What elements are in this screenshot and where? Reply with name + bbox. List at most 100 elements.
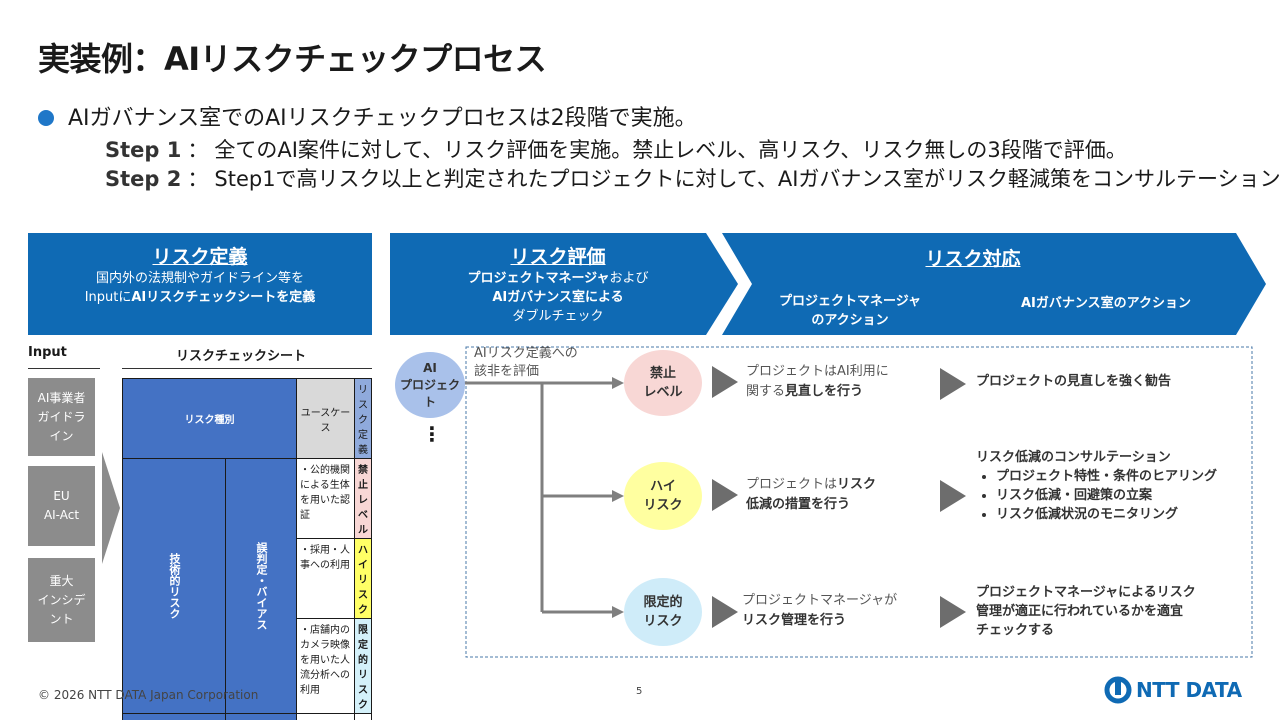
sheet-header-usecase: ユースケース	[296, 378, 355, 459]
sheet-usecase-1: ・公的機関による生体を用いた認証	[296, 458, 355, 539]
pm-action-3: プロジェクトマネージャが リスク管理を行う	[742, 591, 897, 631]
ellipsis-cell: ⋮	[122, 713, 226, 720]
step-1: Step 1：全てのAI案件に対して、リスク評価を実施。禁止レベル、高リスク、リ…	[105, 134, 1127, 164]
ellipsis-cell: ⋮	[354, 713, 372, 720]
source-1-l1: AI事業者	[37, 390, 86, 405]
page-number: 5	[636, 686, 643, 697]
source-3-l1: 重大	[49, 573, 74, 588]
pm-action-1: プロジェクトはAI利用に 関する見直しを行う	[746, 362, 889, 402]
input-arrow	[102, 452, 120, 564]
flow-arrowhead-3	[612, 606, 624, 618]
eval-label: AIリスク定義への 該非を評価	[474, 345, 578, 381]
level-1-l1: 禁止	[649, 366, 676, 381]
source-2-l1: EU	[53, 489, 70, 503]
logo-text: NTT DATA	[1136, 678, 1242, 702]
page-title: 実装例：AIリスクチェックプロセス	[38, 40, 547, 78]
sheet-usecase-2: ・採用・人事への利用	[296, 538, 355, 619]
pm-action-3-l2-bold: リスク管理を行う	[742, 613, 847, 628]
step-2-label: Step 2	[105, 167, 182, 191]
flow-arrowhead-2	[612, 490, 624, 502]
pm-action-1-l2-plain: 関する	[746, 384, 786, 399]
step-2-text: Step1で高リスク以上と判定されたプロジェクトに対して、AIガバナンス室がリス…	[214, 167, 1280, 191]
input-underline	[28, 368, 100, 369]
evaluation-line1-suffix: および	[609, 271, 649, 286]
step-1-label: Step 1	[105, 138, 182, 162]
bullet-text: AIガバナンス室でのAIリスクチェックプロセスは2段階で実施。	[68, 106, 697, 131]
pm-action-2: プロジェクトはリスク 低減の措置を行う	[746, 475, 876, 515]
gov-action-3-l3: チェックする	[976, 623, 1055, 638]
arrow-triangle	[940, 596, 966, 628]
definition-line2-plain: Inputに	[84, 290, 132, 305]
ellipsis-cell: ⋮	[296, 713, 355, 720]
table-row: 技術的リスク 誤判定・バイアス ・公的機関による生体を用いた認証 禁止レベル	[122, 458, 372, 714]
level-2-l2: リスク	[643, 498, 683, 513]
source-3-l2: インシデ	[37, 592, 86, 607]
list-item: リスク低減・回避策の立案	[996, 486, 1248, 505]
list-item: プロジェクト特性・条件のヒアリング	[996, 467, 1248, 486]
sheet-usecase-3: ・店舗内のカメラ映像を用いた人流分析への利用	[296, 618, 355, 714]
level-limited-circle: 限定的リスク	[624, 578, 702, 646]
response-banner	[722, 233, 1266, 335]
evaluation-line2: AIガバナンス室による	[492, 290, 624, 305]
source-ai-guideline: AI事業者ガイドライン	[28, 378, 95, 456]
level-2-l1: ハイ	[650, 479, 676, 494]
pm-action-2-l1-plain: プロジェクトは	[746, 477, 838, 492]
arrow-triangle	[712, 366, 738, 398]
sheet-category: 技術的リスク	[122, 458, 226, 714]
response-region	[465, 346, 1253, 658]
level-3-l1: 限定的	[643, 595, 683, 610]
evaluation-line3: ダブルチェック	[512, 309, 604, 324]
source-eu-ai-act: EU AI-Act	[28, 466, 95, 546]
source-1-l2: ガイドラ	[37, 409, 86, 424]
flow-arrowhead-1	[612, 377, 624, 389]
pm-action-2-l2-bold: 低減の措置を行う	[746, 497, 851, 512]
ellipsis-cell: ⋮	[225, 713, 297, 720]
arrow-triangle	[940, 480, 966, 512]
copyright: © 2026 NTT DATA Japan Corporation	[38, 688, 259, 702]
input-label: Input	[28, 345, 67, 360]
source-1-l3: イン	[49, 428, 74, 443]
definition-line2-bold: AIリスクチェックシートを定義	[131, 290, 316, 305]
logo: NTT DATA	[1104, 676, 1242, 704]
table-row-ellipsis: ⋮ ⋮ ⋮ ⋮	[122, 713, 372, 720]
pm-action-3-l1: プロジェクトマネージャが	[742, 593, 898, 608]
source-2-l2: AI-Act	[43, 508, 80, 522]
sheet-header-type: リスク種別	[122, 378, 297, 459]
gov-action-2-list: プロジェクト特性・条件のヒアリング リスク低減・回避策の立案 リスク低減状況のモ…	[976, 467, 1248, 524]
step-1-sep: ：	[187, 138, 209, 162]
eval-label-l1: AIリスク定義への	[474, 346, 578, 361]
sheet-level-3: 限定的リスク	[354, 618, 372, 714]
response-col1: プロジェクトマネージャ のアクション	[752, 292, 948, 330]
evaluation-line1: プロジェクトマネージャおよび	[390, 269, 726, 288]
bullet-dot	[38, 110, 54, 126]
arrow-triangle	[940, 368, 966, 400]
list-item: リスク低減状況のモニタリング	[996, 505, 1248, 524]
table-row: ・採用・人事への利用 ハイリスク	[123, 538, 372, 619]
evaluation-line1-bold: プロジェクトマネージャ	[467, 271, 610, 286]
pm-action-2-l1-bold: リスク	[837, 477, 877, 492]
definition-banner	[28, 233, 372, 335]
response-title: リスク対応	[925, 248, 1021, 270]
gov-action-2: リスク低減のコンサルテーション プロジェクト特性・条件のヒアリング リスク低減・…	[976, 448, 1248, 524]
evaluation-header: リスク評価 プロジェクトマネージャおよび AIガバナンス室による ダブルチェック	[390, 242, 726, 326]
sheet-label: リスクチェックシート	[176, 349, 307, 364]
definition-header: リスク定義 国内外の法規制やガイドライン等を InputにAIリスクチェックシー…	[28, 242, 372, 307]
level-1-l2: レベル	[643, 385, 683, 400]
ai-project-l1: AI	[423, 360, 437, 375]
level-3-l2: リスク	[643, 614, 683, 629]
sheet-level-2: ハイリスク	[354, 538, 372, 619]
ai-project-circle: AI プロジェクト	[395, 352, 465, 418]
pm-action-1-l2-bold: 見直しを行う	[785, 384, 864, 399]
ai-project-l2: プロジェクト	[399, 377, 460, 409]
step-2: Step 2：Step1で高リスク以上と判定されたプロジェクトに対して、AIガバ…	[105, 163, 1280, 193]
arrow-triangle	[712, 479, 738, 511]
response-col1-line1: プロジェクトマネージャ	[778, 294, 922, 309]
evaluation-banner	[390, 233, 738, 335]
source-3-l3: ント	[49, 611, 74, 626]
eval-label-l2: 該非を評価	[474, 364, 540, 379]
gov-action-3: プロジェクトマネージャによるリスク 管理が適正に行われているかを適宜 チェックす…	[976, 583, 1252, 640]
sheet-underline	[122, 368, 372, 369]
gov-action-1: プロジェクトの見直しを強く勧告	[976, 374, 1172, 389]
level-prohibited-circle: 禁止レベル	[624, 350, 702, 416]
